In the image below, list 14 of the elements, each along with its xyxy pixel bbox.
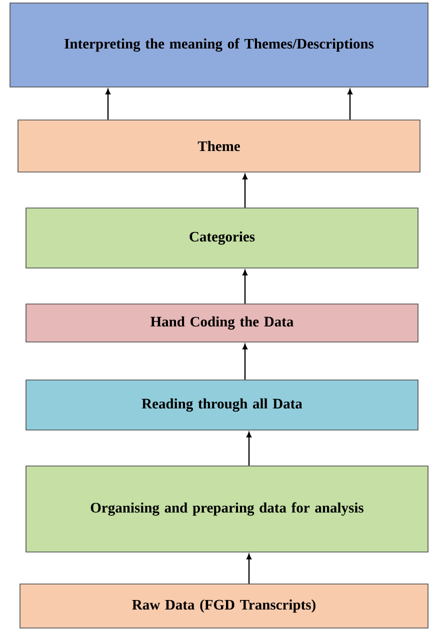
arrow xyxy=(348,88,352,120)
process-box: Categories xyxy=(26,208,418,268)
process-box: Organising and preparing data for analysis xyxy=(26,466,428,552)
process-box: Hand Coding the Data xyxy=(26,304,418,342)
arrow xyxy=(246,432,252,466)
arrow xyxy=(106,88,110,120)
process-box: Raw Data (FGD Transcripts) xyxy=(20,584,428,628)
process-box: Interpreting the meaning of Themes/Descriptions xyxy=(10,2,428,88)
arrow xyxy=(242,174,248,208)
arrow xyxy=(246,554,252,584)
process-box: Reading through all Data xyxy=(26,380,418,430)
arrow xyxy=(242,344,248,380)
arrow xyxy=(242,270,248,304)
process-box: Theme xyxy=(18,120,420,172)
